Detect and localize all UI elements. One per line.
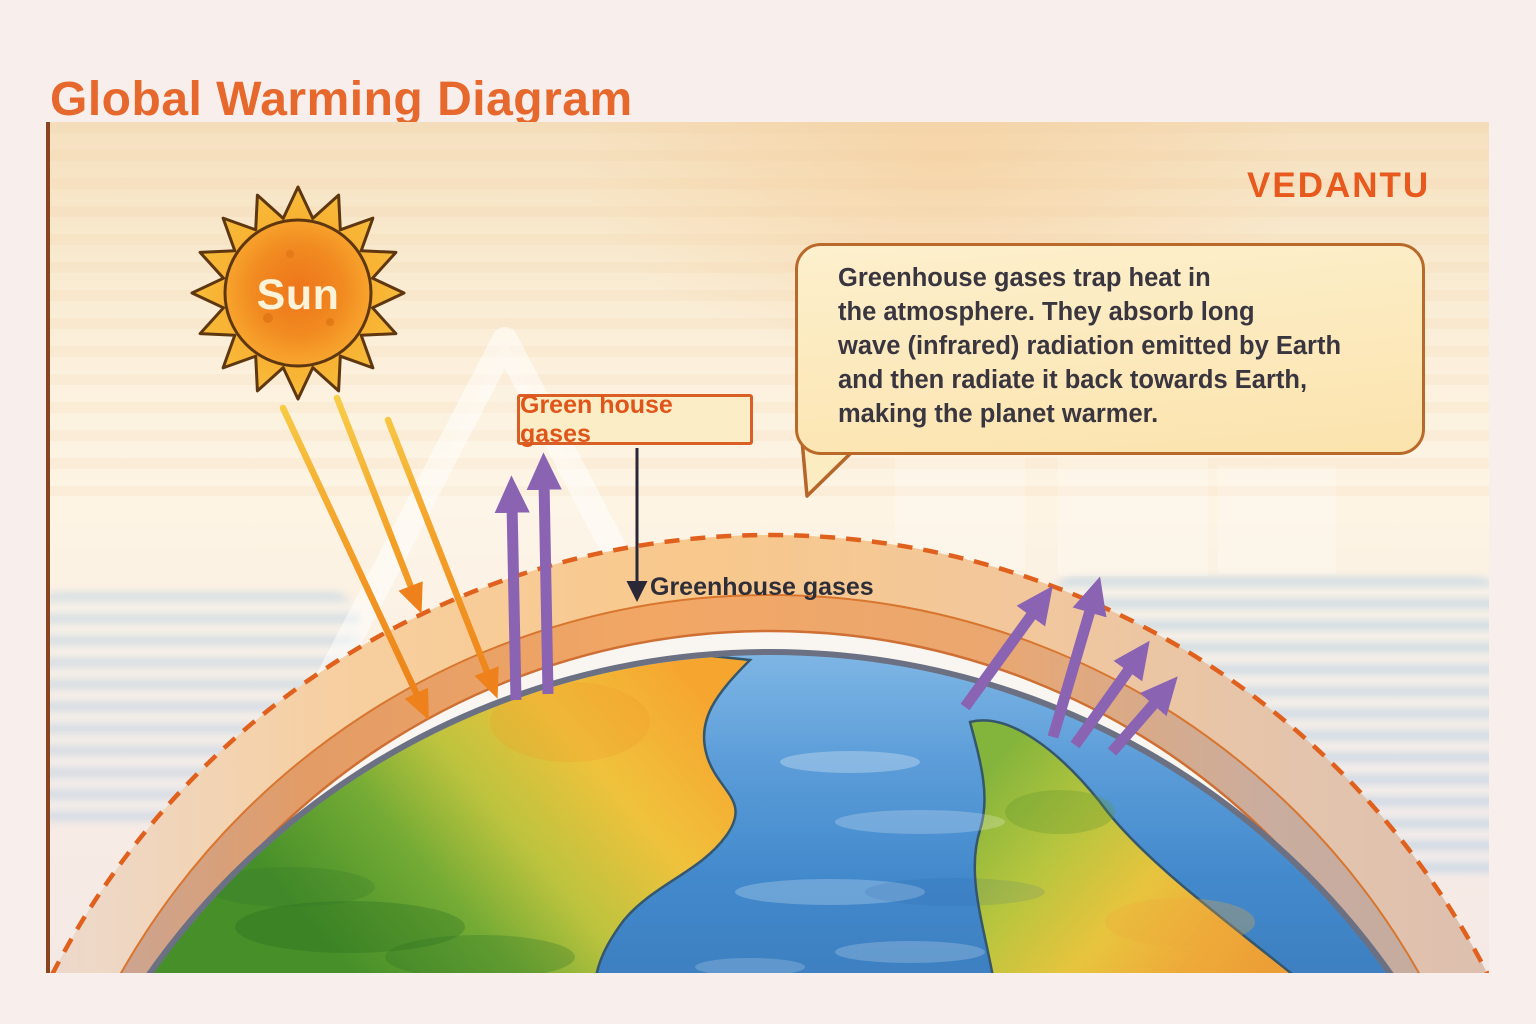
solar-ray-arrow (384, 416, 499, 699)
land-texture (205, 682, 1255, 973)
sun-freckle (286, 250, 294, 258)
infrared-arrow (960, 585, 1053, 711)
brand-logo: VEDANTU (1247, 166, 1431, 205)
infrared-arrow (526, 452, 562, 695)
diagram-panel: Sun VEDANTU Greenhouse gases trap heat i… (46, 122, 1489, 973)
earth-outline (146, 649, 1394, 973)
sun-label: Sun (257, 271, 340, 319)
landmass-right (968, 719, 1306, 973)
solar-ray-arrow (279, 404, 429, 721)
sun-icon: Sun (190, 185, 406, 401)
greenhouse-gases-layer-label: Greenhouse gases (650, 573, 874, 601)
callout-text: Greenhouse gases trap heat in the atmosp… (838, 264, 1342, 428)
sun-disc (223, 218, 373, 368)
infrared-arrow (1047, 576, 1107, 739)
callout-bubble: Greenhouse gases trap heat in the atmosp… (795, 243, 1425, 455)
sun-freckle (263, 313, 273, 323)
infrared-arrow (1107, 676, 1178, 756)
infrared-arrow (1070, 640, 1150, 749)
diagram-scene: Sun (50, 185, 1489, 973)
infrared-arrows-right (960, 576, 1178, 756)
solar-ray-arrow (333, 394, 423, 614)
ocean-texture (695, 751, 1045, 973)
page-title: Global Warming Diagram (50, 73, 633, 127)
solar-radiation-arrows (279, 394, 499, 721)
greenhouse-gases-box: Green house gases (517, 391, 753, 448)
greenhouse-gases-box-label: Green house gases (520, 390, 673, 448)
infrared-arrow (494, 475, 530, 701)
sun-freckle (326, 318, 334, 326)
infrared-arrows-left (494, 452, 562, 701)
